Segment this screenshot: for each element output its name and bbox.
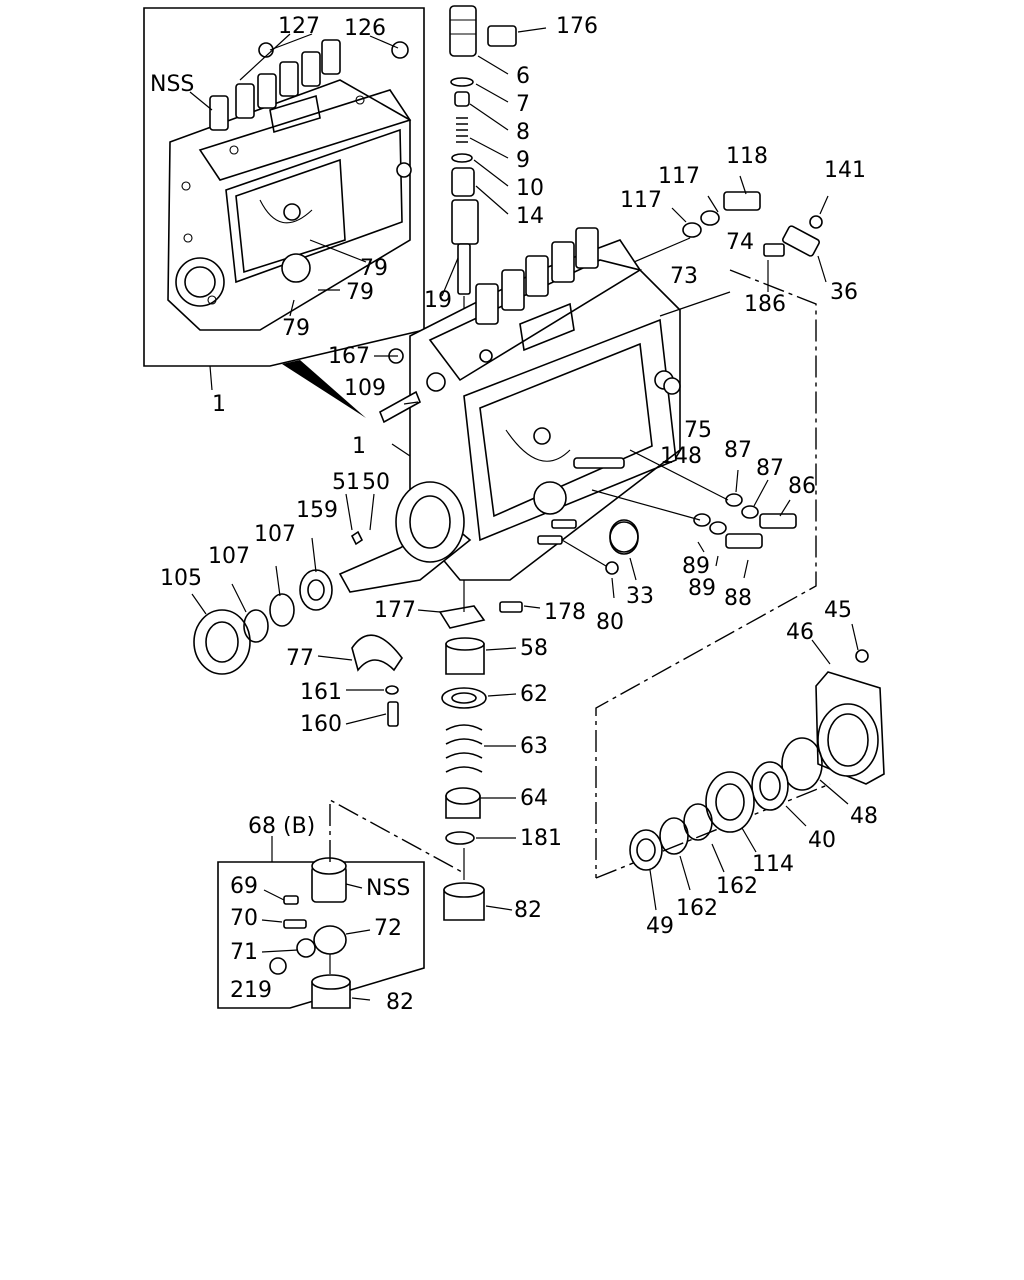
- callout-79-a: 79: [360, 256, 388, 281]
- callout-82-b: 82: [386, 990, 414, 1015]
- camshaft-end-parts: [191, 493, 375, 675]
- callout-50: 50: [362, 470, 390, 495]
- callout-77: 77: [286, 646, 314, 671]
- inset-pump-assembly: [143, 7, 425, 418]
- callout-107-b: 107: [208, 544, 250, 569]
- callout-1-main: 1: [352, 434, 366, 459]
- callout-186: 186: [744, 292, 786, 317]
- callout-114: 114: [752, 852, 794, 877]
- callout-181: 181: [520, 826, 562, 851]
- callout-9: 9: [516, 148, 530, 173]
- callout-33: 33: [626, 584, 654, 609]
- callout-178: 178: [544, 600, 586, 625]
- callout-176: 176: [556, 14, 598, 39]
- callout-74: 74: [726, 230, 754, 255]
- callout-48: 48: [850, 804, 878, 829]
- callout-88: 88: [724, 586, 752, 611]
- callout-87-a: 87: [724, 438, 752, 463]
- callout-80: 80: [596, 610, 624, 635]
- callout-36: 36: [830, 280, 858, 305]
- callout-160: 160: [300, 712, 342, 737]
- callout-167: 167: [328, 344, 370, 369]
- callout-nss-bottom: NSS: [366, 876, 411, 901]
- callout-105: 105: [160, 566, 202, 591]
- callout-46: 46: [786, 620, 814, 645]
- gear-end-parts: [629, 623, 885, 911]
- callout-219: 219: [230, 978, 272, 1003]
- callout-148: 148: [660, 444, 702, 469]
- callout-71: 71: [230, 940, 258, 965]
- callout-49: 49: [646, 914, 674, 939]
- callout-117-a: 117: [658, 164, 700, 189]
- callout-10: 10: [516, 176, 544, 201]
- callout-79-c: 79: [282, 316, 310, 341]
- callout-70: 70: [230, 906, 258, 931]
- callout-107-a: 107: [254, 522, 296, 547]
- callout-109: 109: [344, 376, 386, 401]
- callout-8: 8: [516, 120, 530, 145]
- callout-159: 159: [296, 498, 338, 523]
- callout-162-b: 162: [676, 896, 718, 921]
- callout-58: 58: [520, 636, 548, 661]
- callout-51: 51: [332, 470, 360, 495]
- inset-tappet-assembly: [217, 798, 463, 1009]
- callout-79-b: 79: [346, 280, 374, 305]
- governor-linkage-parts: [671, 175, 829, 292]
- side-fasteners: [561, 449, 797, 599]
- callout-82-a: 82: [514, 898, 542, 923]
- callout-89-b: 89: [688, 576, 716, 601]
- callout-127: 127: [278, 14, 320, 39]
- callout-6: 6: [516, 64, 530, 89]
- callout-89-a: 89: [682, 554, 710, 579]
- main-pump-housing: [338, 227, 731, 593]
- callout-63: 63: [520, 734, 548, 759]
- callout-14: 14: [516, 204, 544, 229]
- callout-177: 177: [374, 598, 416, 623]
- callout-87-b: 87: [756, 456, 784, 481]
- callout-69: 69: [230, 874, 258, 899]
- callout-86: 86: [788, 474, 816, 499]
- callout-1-inset: 1: [212, 392, 226, 417]
- callout-64: 64: [520, 786, 548, 811]
- callout-126: 126: [344, 16, 386, 41]
- callout-73: 73: [670, 264, 698, 289]
- callout-117-b: 117: [620, 188, 662, 213]
- callout-62: 62: [520, 682, 548, 707]
- callout-141: 141: [824, 158, 866, 183]
- callout-75: 75: [684, 418, 712, 443]
- callout-162-a: 162: [716, 874, 758, 899]
- callout-68-b: 68 (B): [248, 814, 316, 839]
- callout-45: 45: [824, 598, 852, 623]
- tappet-column: [417, 580, 541, 921]
- callout-118: 118: [726, 144, 768, 169]
- callout-72: 72: [374, 916, 402, 941]
- callout-19: 19: [424, 288, 452, 313]
- bracket-parts: [317, 634, 403, 727]
- callout-7: 7: [516, 92, 530, 117]
- callout-40: 40: [808, 828, 836, 853]
- callout-nss-top: NSS: [150, 72, 195, 97]
- callout-161: 161: [300, 680, 342, 705]
